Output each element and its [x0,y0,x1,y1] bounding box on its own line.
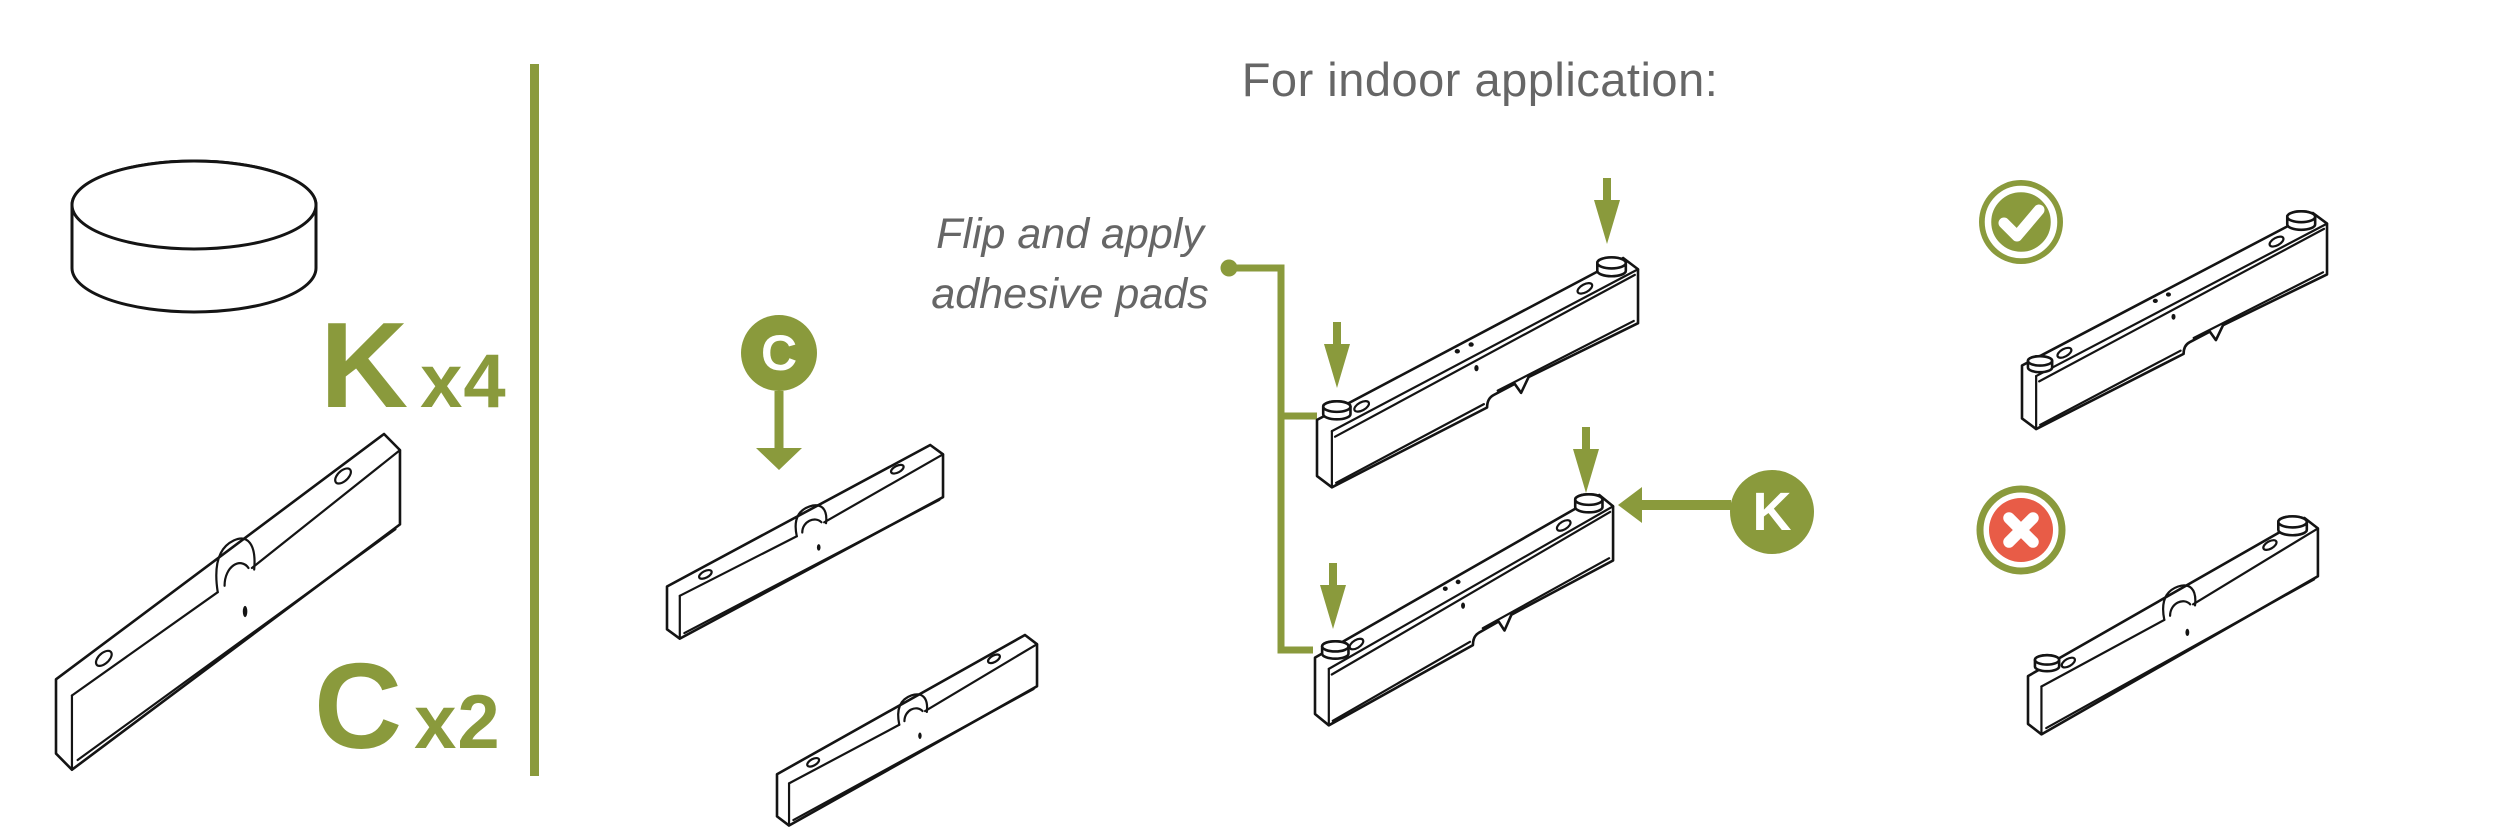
part-c-label: C x2 [314,645,501,767]
pad-correct-right [2286,210,2317,231]
section-title: For indoor application: [1241,53,1719,106]
pad-correct-left [2026,355,2054,374]
callout-connector-line [1220,259,1317,654]
c-badge-arrow-icon [756,391,802,470]
part-k-label: K x4 [320,304,507,426]
pad-incorrect-right [2277,515,2309,537]
pad-incorrect-left [2033,654,2061,673]
flipped-bar-lower [1313,493,1615,727]
flip-note-line2: adhesive pads [931,270,1209,318]
flip-note-line1: Flip and apply [936,210,1204,258]
check-icon [1979,180,2063,264]
flip-note: Flip and apply adhesive pads [916,204,1224,324]
pad-lower-right [1574,493,1604,514]
pad-upper-left [1322,400,1352,421]
k-part-badge: K [1730,470,1814,554]
bar-c-lower [775,633,1039,827]
down-arrow-icon [1324,322,1350,388]
adhesive-pad-k-drawing [72,161,316,312]
down-arrow-icon [1594,178,1620,244]
part-c-qty: x2 [414,680,501,765]
down-arrow-icon [1573,427,1599,493]
section-divider [530,64,539,776]
part-k-letter: K [320,297,409,433]
cross-icon [1976,485,2066,575]
pad-upper-right [1596,256,1628,278]
part-k-qty: x4 [420,339,507,424]
incorrect-bar [2026,516,2320,736]
bar-c-upper [665,443,945,640]
down-arrow-icon [1320,563,1346,629]
pad-lower-left [1321,640,1350,660]
correct-bar [2020,211,2329,431]
c-part-badge: C [741,315,817,391]
k-badge-arrow-icon [1618,487,1731,523]
part-c-letter: C [314,638,403,774]
